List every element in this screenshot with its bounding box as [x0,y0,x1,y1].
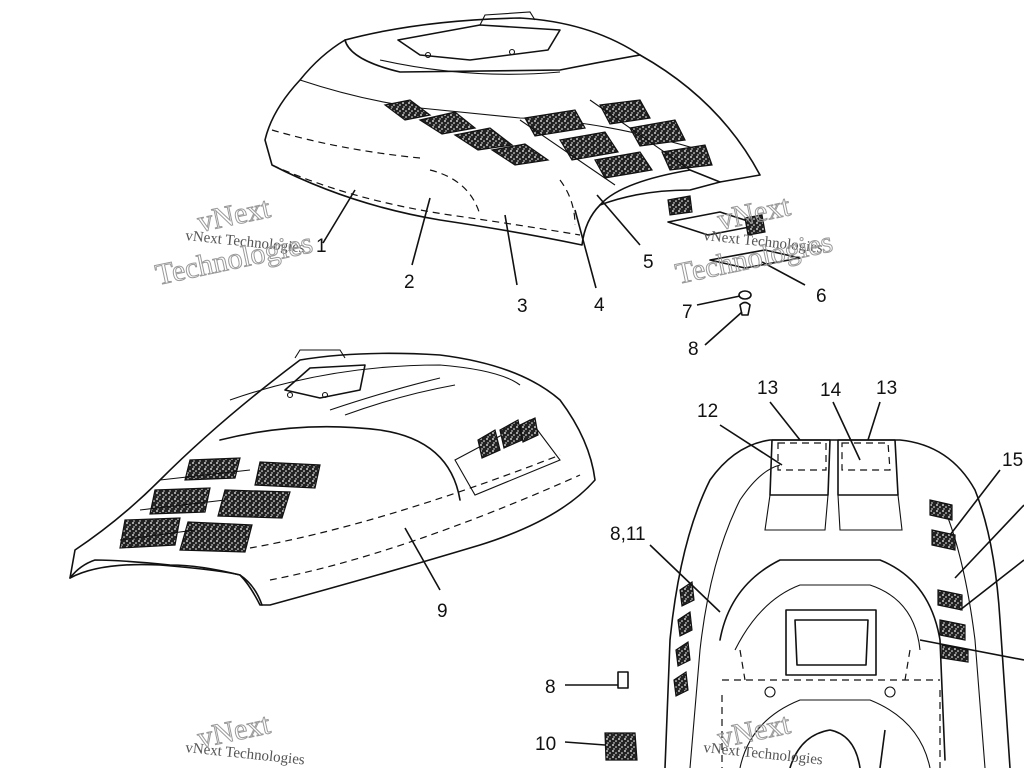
callout-10: 10 [535,734,556,755]
callout-2: 2 [404,272,415,293]
callout-9: 9 [437,601,448,622]
leaders-top [322,189,806,346]
callout-8-lower: 8 [545,677,556,698]
callout-6: 6 [816,286,827,307]
watermark-top-right: vNext Technologies vNext Technologies [672,189,836,292]
callout-4: 4 [594,295,605,316]
callout-8: 8 [688,339,699,360]
callout-14: 14 [820,380,842,401]
callout-8-11: 8,11 [610,524,646,545]
callout-12: 12 [697,401,718,422]
watermark-bottom-left: vNext Technologies vNext [185,707,306,768]
watermark-top-left: vNext Technologies vNext Technologies [152,191,316,293]
callout-7: 7 [682,302,693,323]
callout-1: 1 [316,236,327,257]
callout-15: 15 [1002,450,1023,471]
hood-assembly-front [604,439,1011,768]
callout-5: 5 [643,252,654,273]
hood-assembly-top [264,11,801,316]
callout-13-right: 13 [876,378,897,399]
watermark-word: vNext [715,189,794,237]
callout-3: 3 [517,296,528,317]
watermark-word: vNext [195,191,274,239]
hood-assembly-middle [69,349,596,606]
watermark-bottom-right: vNext Technologies vNext [703,707,824,768]
callout-13-left: 13 [757,378,778,399]
leaders-middle [404,527,441,591]
leaders-front [564,401,1024,768]
